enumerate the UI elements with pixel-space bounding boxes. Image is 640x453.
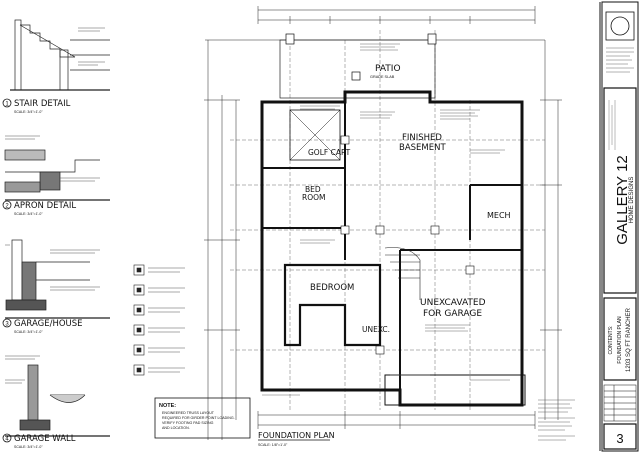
detail-4-title: GARAGE WALL — [14, 434, 76, 444]
note-line-4: AND LOCATION. — [162, 426, 190, 430]
garage-wall-detail-drawing — [5, 364, 110, 437]
room-label-room: ROOM — [302, 193, 326, 202]
stair-detail-drawing — [10, 19, 110, 91]
detail-4-number: 4 — [5, 437, 9, 443]
detail-2-bubble — [2, 200, 12, 210]
side-notes — [538, 399, 575, 441]
detail-3-bubble — [2, 318, 12, 328]
stair — [384, 247, 421, 300]
room-label-unexc: UNEXC. — [362, 325, 390, 334]
room-label-basement: BASEMENT — [399, 143, 446, 153]
company-name: GALLERY 12 — [614, 155, 631, 245]
contents-value: FOUNDATION PLAN — [617, 316, 623, 364]
company-box — [603, 87, 637, 294]
room-label-bed: BED — [305, 185, 321, 194]
detail-3-scale: SCALE: 3/4"=1'-0" — [14, 330, 43, 334]
room-label-golf-cart: GOLF CART — [308, 148, 351, 157]
note-line-1: ENGINEERED TRUSS LAYOUT — [162, 411, 215, 415]
detail-1-title: STAIR DETAIL — [14, 99, 71, 109]
detail-3-number: 3 — [5, 322, 9, 328]
project-name: 1203 SQ FT RANCHER — [626, 307, 632, 372]
foundation-plan: PATIO GRADE SLAB FINISHED BASEMENT GOLF … — [204, 6, 562, 447]
room-label-unexcavated: UNEXCAVATED — [420, 298, 486, 308]
post-pad — [285, 33, 295, 45]
dimension-lines-left — [204, 40, 240, 440]
detail-2-number: 2 — [5, 204, 9, 210]
room-label-finished: FINISHED — [402, 133, 442, 143]
note-line-3: VERIFY FOOTING PAD SIZING — [162, 421, 214, 425]
footing-pad-legend — [133, 264, 185, 376]
interior-footing-pads — [340, 135, 475, 355]
room-label-mech: MECH — [487, 211, 511, 220]
post-pad — [427, 33, 437, 45]
footing-centerlines — [230, 30, 545, 410]
detail-3-title: GARAGE/HOUSE — [14, 319, 83, 329]
detail-column — [4, 19, 110, 437]
foundation-wall — [260, 90, 524, 407]
detail-2-scale: SCALE: 3/4"=1'-0" — [14, 212, 43, 216]
note-line-2: REQUIRED FOR GIRDER POINT LOADING. — [162, 416, 235, 420]
room-label-patio-sub: GRADE SLAB — [370, 75, 395, 79]
detail-2-title: APRON DETAIL — [14, 201, 76, 211]
detail-4-scale: SCALE: 3/4"=1'-0" — [14, 445, 43, 449]
detail-1-scale: SCALE: 3/4"=1'-0" — [14, 110, 43, 114]
revision-table — [603, 384, 637, 422]
contents-box — [603, 297, 637, 381]
detail-labels: 1 STAIR DETAIL SCALE: 3/4"=1'-0" 2 APRON… — [2, 98, 83, 449]
sheet-number: 3 — [616, 431, 623, 446]
logo-box — [605, 11, 635, 41]
apron-detail-drawing — [4, 149, 110, 201]
interior-walls — [262, 102, 526, 406]
detail-1-number: 1 — [5, 102, 9, 108]
dimension-lines-top — [205, 6, 545, 41]
post-pad — [351, 71, 361, 81]
detail-4-bubble — [2, 433, 12, 443]
contents-label: CONTENTS: — [608, 326, 614, 355]
title-block: GALLERY 12 HOME DESIGNS CONTENTS: FOUNDA… — [599, 1, 639, 452]
note-box: NOTE: ENGINEERED TRUSS LAYOUT REQUIRED F… — [154, 397, 251, 439]
dimension-lines-bottom — [257, 411, 536, 429]
garage-house-detail-drawing — [5, 239, 110, 319]
logo-seal — [610, 16, 630, 36]
company-subtitle: HOME DESIGNS — [629, 177, 635, 224]
sheet-number-box — [603, 423, 637, 450]
note-heading: NOTE: — [159, 403, 176, 409]
callout-lines — [5, 27, 105, 384]
patio-slab — [279, 39, 436, 99]
room-label-patio: PATIO — [375, 64, 401, 74]
room-label-bedroom: BEDROOM — [310, 283, 354, 293]
plan-annotations — [262, 43, 510, 396]
room-label-for-garage: FOR GARAGE — [423, 309, 482, 319]
detail-1-bubble — [2, 98, 12, 108]
plan-scale: SCALE: 1/8"=1'-0" — [258, 443, 288, 447]
plan-title: FOUNDATION PLAN — [258, 431, 335, 440]
